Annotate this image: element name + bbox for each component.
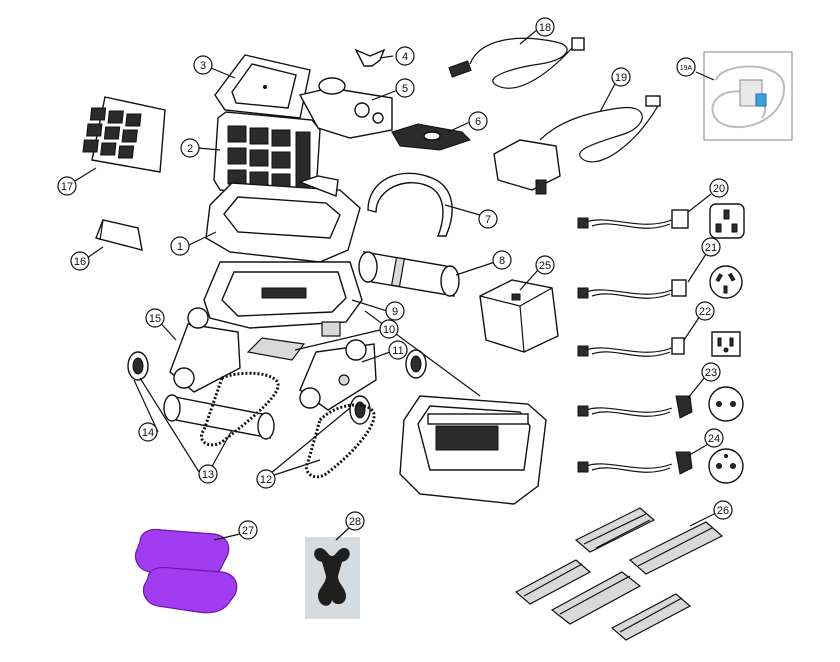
callout-9-label: 9 xyxy=(392,306,398,318)
callout-6-label: 6 xyxy=(475,116,481,128)
callout-12-label: 12 xyxy=(260,474,272,486)
callout-4: 4 xyxy=(395,46,415,66)
callout-26-label: 26 xyxy=(717,505,729,517)
callout-13: 13 xyxy=(198,464,218,484)
callout-7-label: 7 xyxy=(485,214,491,226)
callout-23: 23 xyxy=(701,362,721,382)
callout-4-label: 4 xyxy=(402,51,408,63)
part-14-wheels xyxy=(127,349,427,425)
callout-19-label: 19 xyxy=(615,72,627,84)
leader-lines xyxy=(74,28,717,541)
callout-10: 10 xyxy=(379,319,399,339)
callout-24-label: 24 xyxy=(708,433,720,445)
part-9-chassis xyxy=(203,261,363,337)
callout-28-label: 28 xyxy=(349,516,361,528)
part-18-cable xyxy=(448,37,585,89)
callout-3: 3 xyxy=(193,55,213,75)
part-1-body-frame xyxy=(205,175,361,263)
callout-25: 25 xyxy=(535,255,555,275)
part-27-filter-bags xyxy=(134,528,238,614)
part-7-carry-handle xyxy=(367,172,453,237)
callout-16: 16 xyxy=(70,251,90,271)
callout-9: 9 xyxy=(385,301,405,321)
part-10-plate xyxy=(246,337,306,361)
callout-24: 24 xyxy=(704,428,724,448)
callout-5-label: 5 xyxy=(402,83,408,95)
callout-5: 5 xyxy=(395,78,415,98)
callout-11-label: 11 xyxy=(392,345,403,357)
callout-27-label: 27 xyxy=(242,525,254,537)
part-8-roller-tube xyxy=(358,251,460,297)
callout-21: 21 xyxy=(701,237,721,257)
part-23-power-cord-eu xyxy=(577,386,744,422)
callout-8: 8 xyxy=(492,250,512,270)
callout-1: 1 xyxy=(170,236,190,256)
callout-22: 22 xyxy=(695,301,715,321)
callout-19: 19 xyxy=(611,67,631,87)
part-15-left-side-frame xyxy=(169,307,241,393)
callout-18: 18 xyxy=(535,17,555,37)
part-3-top-lid xyxy=(214,54,311,119)
callout-17: 17 xyxy=(57,176,77,196)
callout-20-label: 20 xyxy=(713,183,725,195)
part-4-clip xyxy=(354,48,386,67)
part-26-track-pads xyxy=(514,507,724,641)
callout-12: 12 xyxy=(256,469,276,489)
callout-6: 6 xyxy=(468,111,488,131)
part-19a-plug-photo xyxy=(703,51,793,141)
part-25-power-supply xyxy=(479,279,559,353)
callout-22-label: 22 xyxy=(699,306,711,318)
callout-15: 15 xyxy=(145,308,165,328)
part-21-power-cord-au xyxy=(577,265,743,299)
callout-23-label: 23 xyxy=(705,367,717,379)
callout-18-label: 18 xyxy=(539,22,551,34)
part-22-power-cord-us xyxy=(577,331,741,357)
callout-25-label: 25 xyxy=(539,260,551,272)
callout-28: 28 xyxy=(345,511,365,531)
callout-14: 14 xyxy=(138,422,158,442)
part-16-wedge xyxy=(95,219,143,251)
callout-19a-label: 19A xyxy=(680,65,693,72)
callout-21-label: 21 xyxy=(705,242,717,254)
callout-13-label: 13 xyxy=(202,469,214,481)
callout-17-label: 17 xyxy=(61,181,73,193)
part-11-right-side-frame xyxy=(299,339,377,411)
callout-7: 7 xyxy=(478,209,498,229)
callout-16-label: 16 xyxy=(74,256,86,268)
callout-11: 11 xyxy=(388,340,408,360)
callout-26: 26 xyxy=(713,500,733,520)
callout-1-label: 1 xyxy=(177,241,183,253)
callout-3-label: 3 xyxy=(200,60,206,72)
callout-2-label: 2 xyxy=(187,143,193,155)
part-17-filter-panel xyxy=(82,96,166,173)
callout-27: 27 xyxy=(238,520,258,540)
callout-8-label: 8 xyxy=(499,255,505,267)
part-2-filter-basket xyxy=(213,111,321,199)
callout-15-label: 15 xyxy=(149,313,161,325)
callout-20: 20 xyxy=(709,178,729,198)
callout-10-label: 10 xyxy=(383,324,395,336)
callout-14-label: 14 xyxy=(142,427,154,439)
part-5-handle-housing xyxy=(298,77,393,139)
part-28-holder xyxy=(305,537,360,619)
callout-19a: 19A xyxy=(676,57,696,77)
part-24-power-cord-eu2 xyxy=(577,448,744,484)
part-19-cable-box xyxy=(493,95,661,195)
part-12-track-belts xyxy=(199,371,376,479)
part-base-underside xyxy=(399,395,547,505)
part-13-roller xyxy=(163,394,275,440)
callout-2: 2 xyxy=(180,138,200,158)
part-20-power-cord-uk xyxy=(577,203,745,239)
